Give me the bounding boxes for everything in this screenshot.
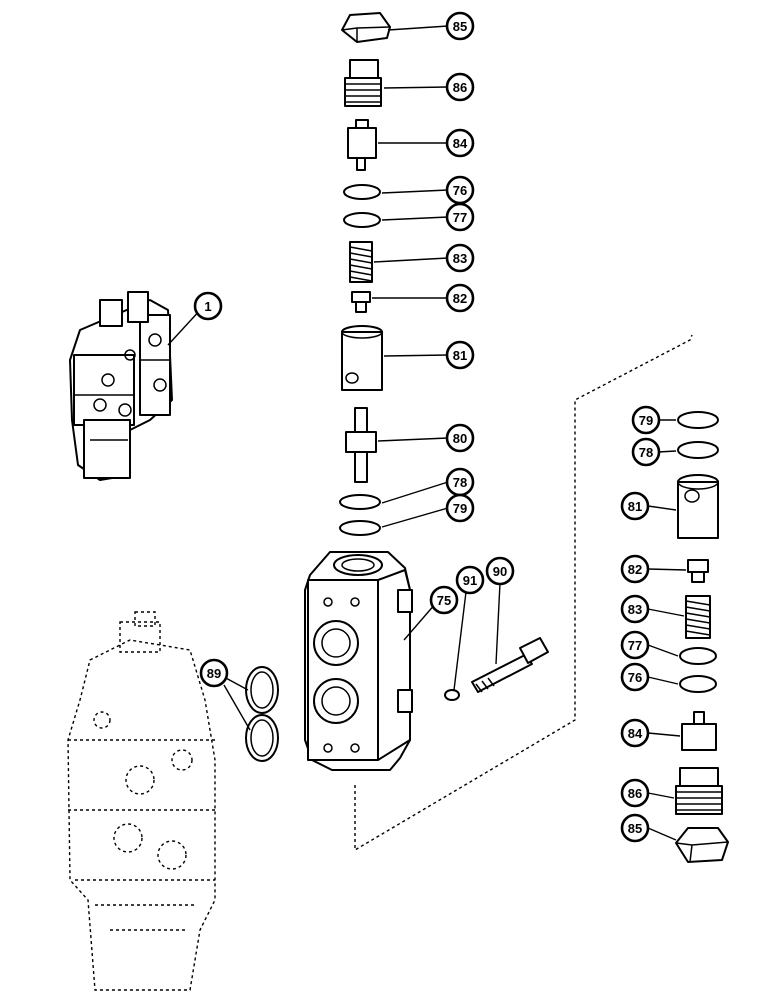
svg-text:91: 91 — [463, 573, 477, 588]
ring-79-top — [339, 520, 381, 536]
poppet-82-top — [351, 291, 371, 313]
svg-text:76: 76 — [628, 670, 642, 685]
nut-85-right — [675, 827, 729, 863]
svg-text:75: 75 — [437, 593, 451, 608]
svg-text:84: 84 — [453, 136, 468, 151]
svg-text:83: 83 — [628, 602, 642, 617]
svg-text:90: 90 — [493, 564, 507, 579]
ring-77-top — [343, 212, 381, 228]
valve-body-outline — [67, 611, 216, 991]
svg-text:85: 85 — [628, 821, 642, 836]
svg-text:84: 84 — [628, 726, 643, 741]
lock-washer-91 — [444, 689, 460, 701]
callout-76-right: 76 — [620, 662, 650, 692]
valve-section-75 — [304, 551, 413, 771]
svg-text:82: 82 — [453, 291, 467, 306]
svg-text:86: 86 — [628, 786, 642, 801]
svg-text:77: 77 — [453, 210, 467, 225]
callout-81-top: 81 — [445, 340, 475, 370]
svg-text:81: 81 — [628, 499, 642, 514]
callout-83-top: 83 — [445, 243, 475, 273]
callout-78-top: 78 — [445, 467, 475, 497]
callout-75: 75 — [429, 585, 459, 615]
bolt-90 — [471, 637, 549, 693]
callout-84-top: 84 — [445, 128, 475, 158]
callout-84-right: 84 — [620, 718, 650, 748]
spool-80 — [345, 407, 377, 483]
callout-78-right: 78 — [631, 437, 661, 467]
svg-text:80: 80 — [453, 431, 467, 446]
ring-79-right — [677, 411, 719, 429]
svg-text:85: 85 — [453, 19, 467, 34]
spring-83-top — [349, 241, 373, 283]
ring-76-top — [343, 184, 381, 200]
sleeve-81-right — [677, 474, 719, 539]
leader-lines — [167, 25, 687, 841]
svg-text:83: 83 — [453, 251, 467, 266]
callout-76-top: 76 — [445, 175, 475, 205]
callout-85-right: 85 — [620, 813, 650, 843]
callout-82-top: 82 — [445, 283, 475, 313]
callout-91: 91 — [455, 565, 485, 595]
callout-90: 90 — [485, 556, 515, 586]
svg-text:81: 81 — [453, 348, 467, 363]
ring-78-top — [339, 494, 381, 510]
callout-89: 89 — [199, 658, 229, 688]
ring-78-right — [677, 441, 719, 459]
sleeve-81-top — [341, 325, 383, 391]
callout-79-right: 79 — [631, 405, 661, 435]
callout-79-top: 79 — [445, 493, 475, 523]
callout-86-right: 86 — [620, 778, 650, 808]
callout-82-right: 82 — [620, 554, 650, 584]
callout-86-top: 86 — [445, 72, 475, 102]
svg-text:1: 1 — [204, 299, 211, 314]
callout-85-top: 85 — [445, 11, 475, 41]
callout-80: 80 — [445, 423, 475, 453]
poppet-82-right — [687, 559, 709, 583]
svg-text:78: 78 — [639, 445, 653, 460]
piston-84-right — [681, 711, 717, 751]
svg-text:77: 77 — [628, 638, 642, 653]
ring-76-right — [679, 675, 717, 693]
ring-77-right — [679, 647, 717, 665]
callout-83-right: 83 — [620, 594, 650, 624]
plug-86-top — [344, 59, 382, 107]
svg-text:76: 76 — [453, 183, 467, 198]
callout-77-right: 77 — [620, 630, 650, 660]
piston-84-top — [347, 119, 377, 171]
dashed-assembly-path — [354, 334, 693, 852]
svg-text:79: 79 — [639, 413, 653, 428]
plug-86-right — [675, 767, 723, 815]
spring-83-right — [685, 595, 711, 639]
o-ring-89-pair — [245, 666, 279, 762]
callout-77-top: 77 — [445, 202, 475, 232]
nut-85-top — [341, 12, 391, 43]
control-valve-assembly — [69, 291, 173, 481]
callout-1: 1 — [193, 291, 223, 321]
svg-text:89: 89 — [207, 666, 221, 681]
svg-text:79: 79 — [453, 501, 467, 516]
svg-text:78: 78 — [453, 475, 467, 490]
svg-text:82: 82 — [628, 562, 642, 577]
callout-81-right: 81 — [620, 491, 650, 521]
svg-text:86: 86 — [453, 80, 467, 95]
